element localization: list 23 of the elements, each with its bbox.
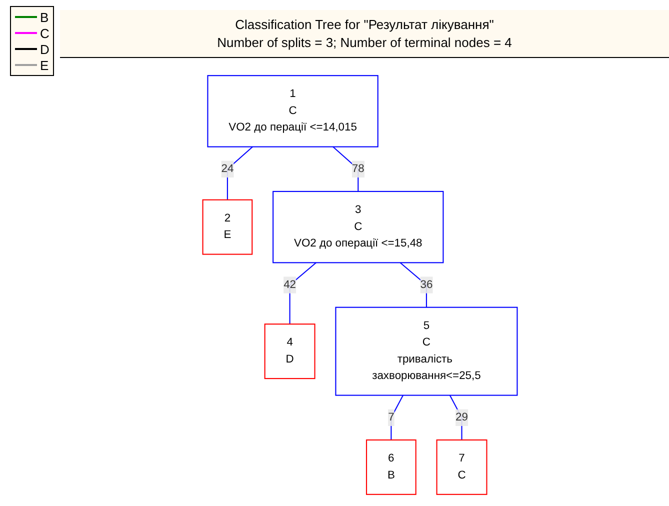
- node-box: 6 B: [366, 439, 416, 495]
- subtitle: Number of splits = 3; Number of terminal nodes = 4: [216, 35, 513, 50]
- edge-label: 42: [284, 278, 296, 291]
- node-box: 7 C: [436, 439, 488, 495]
- chart-title: Classification Tree for "Результат лікування": [234, 17, 495, 32]
- legend-label: D: [40, 42, 50, 56]
- connector: [400, 262, 427, 308]
- node-box: 3 C VO2 до операції <=15,48: [272, 190, 444, 264]
- node-box: 4 D: [264, 324, 316, 380]
- connector: [332, 146, 359, 192]
- edge-label: 24: [221, 162, 234, 175]
- edge-label: 78: [352, 162, 364, 175]
- connector: [289, 262, 316, 324]
- legend-label: E: [40, 58, 49, 72]
- node-box: 1 C VO2 до перації <=14,015: [207, 75, 378, 148]
- legend-label: C: [40, 26, 50, 40]
- node-box: 5 C тривалість захворювання<=25,5: [335, 306, 518, 396]
- legend-label: B: [40, 10, 49, 24]
- connector: [449, 395, 462, 440]
- node-box: 2 E: [202, 199, 253, 255]
- edge-label: 29: [456, 411, 468, 424]
- edge-label: 36: [420, 278, 433, 291]
- edge-label: 7: [388, 411, 394, 424]
